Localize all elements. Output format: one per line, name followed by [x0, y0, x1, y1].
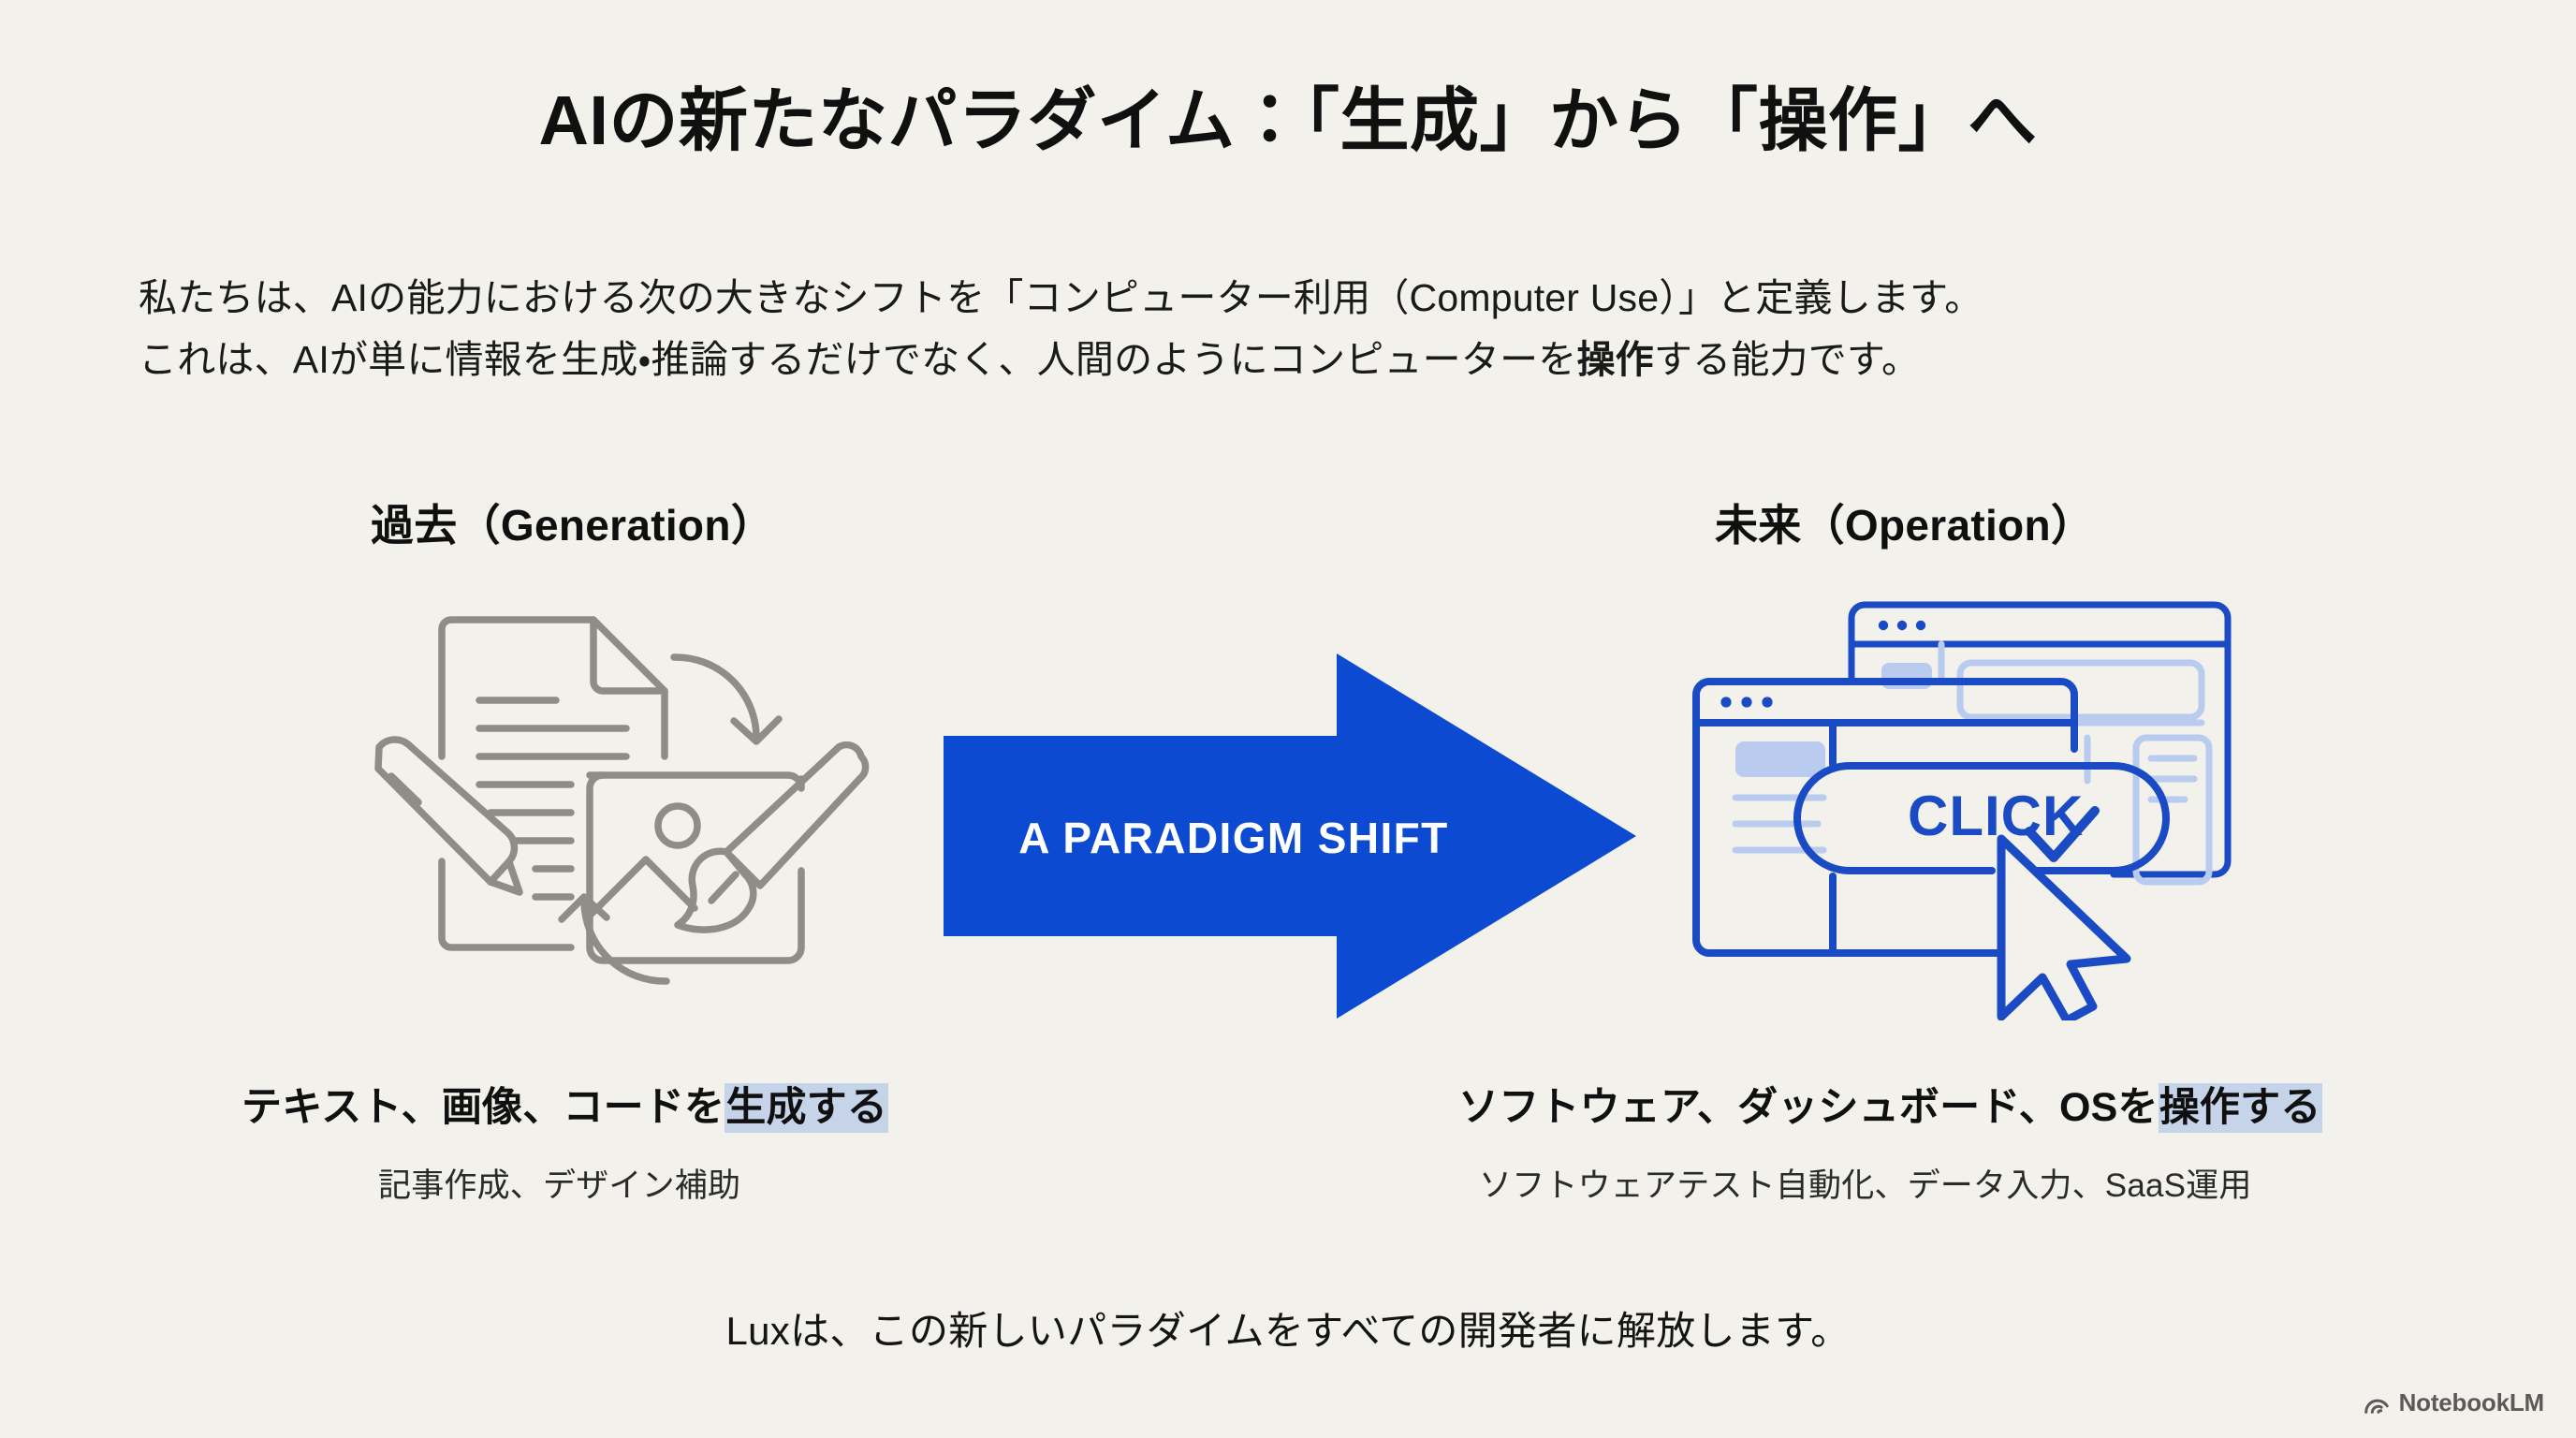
operation-sub-label: ソフトウェアテスト自動化、データ入力、SaaS運用: [1479, 1167, 2252, 1204]
notebooklm-watermark: NotebookLM: [2363, 1388, 2544, 1417]
generation-main-label-plain: テキスト、画像、コードを: [242, 1085, 725, 1130]
page-title: AIの新たなパラダイム：「生成」から「操作」へ: [538, 81, 2038, 159]
operation-main-label-plain: ソフトウェア、ダッシュボード、OSを: [1458, 1085, 2159, 1130]
intro-line-2-part-1: これは、AIが単に情報を生成・推論するだけでなく、人間のようにコンピューターを: [139, 338, 1577, 382]
intro-line-2-part-3: する能力です。: [1653, 338, 1921, 382]
operation-main-label: ソフトウェア、ダッシュボード、OSを操作する: [1458, 1075, 2322, 1133]
generation-sub-label: 記事作成、デザイン補助: [378, 1167, 741, 1204]
intro-line-2: これは、AIが単に情報を生成・推論するだけでなく、人間のようにコンピューターを操…: [139, 329, 2460, 390]
column-heading-past: 過去（Generation）: [371, 501, 775, 550]
generation-illustration: [348, 590, 891, 1011]
intro-line-1: 私たちは、AIの能力における次の大きなシフトを「コンピューター利用（Comput…: [139, 276, 1983, 319]
svg-text:CLICK: CLICK: [1908, 785, 2084, 847]
notebooklm-arc-icon: [2363, 1389, 2391, 1417]
generation-main-label-highlight: 生成する: [724, 1083, 889, 1133]
intro-line-2-emphasis: 操作: [1576, 338, 1654, 382]
intro-paragraph: 私たちは、AIの能力における次の大きなシフトを「コンピューター利用（Comput…: [139, 267, 2460, 391]
footer-statement: Luxは、この新しいパラダイムをすべての開発者に解放します。: [725, 1309, 1851, 1353]
paradigm-shift-arrow: [944, 644, 1636, 1028]
generation-main-label: テキスト、画像、コードを生成する: [242, 1075, 889, 1133]
operation-illustration: CLICK: [1690, 580, 2252, 1020]
column-heading-future: 未来（Operation）: [1715, 501, 2095, 550]
operation-main-label-highlight: 操作する: [2158, 1083, 2322, 1133]
notebooklm-watermark-label: NotebookLM: [2398, 1388, 2545, 1416]
